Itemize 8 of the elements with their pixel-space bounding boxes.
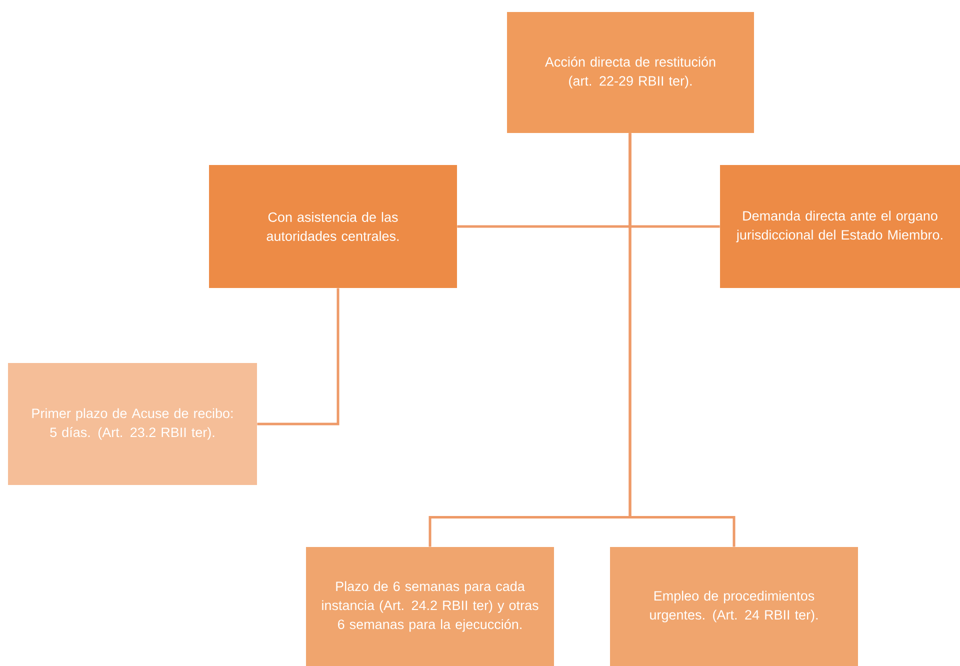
text-box: Empleo de procedimientos urgentes. (Art. 24 RBII ter).: [610, 547, 858, 666]
text-box: Primer plazo de Acuse de recibo: 5 días. (Art. 23.2 RBII ter).: [8, 363, 257, 485]
text-box: Acción directa de restitución (art. 22-29 RBII ter).: [507, 12, 754, 133]
connector-line: [257, 288, 340, 426]
text-box: Con asistencia de las autoridades centrales.: [209, 165, 457, 288]
connector-line: [628, 133, 736, 547]
text-box: Demanda directa ante el organo jurisdiccional del Estado Miembro.: [720, 165, 960, 288]
text-box: Plazo de 6 semanas para cada instancia (Art. 24.2 RBII ter) y otras 6 semanas para la ejecucción.: [306, 547, 554, 666]
